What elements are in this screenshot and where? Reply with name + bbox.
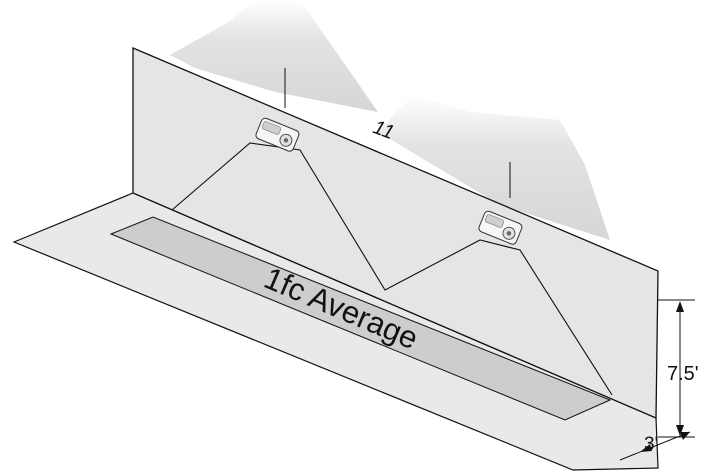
height-arrow-down	[676, 425, 684, 436]
offset-dimension-line	[619, 431, 691, 461]
target-area	[109, 216, 612, 421]
light-wash-left	[170, 0, 378, 112]
height-arrow-up	[676, 301, 684, 312]
beam-lines	[171, 142, 613, 396]
light-wash-right	[378, 95, 610, 240]
offset-arrow-right	[680, 432, 690, 440]
offset-arrow-left	[640, 444, 652, 452]
offset-label: 3'	[644, 434, 658, 455]
floor-plane	[12, 192, 659, 471]
fixture-icon	[478, 210, 523, 245]
height-label: 7.5'	[667, 363, 699, 385]
fixture-icon	[255, 117, 300, 152]
